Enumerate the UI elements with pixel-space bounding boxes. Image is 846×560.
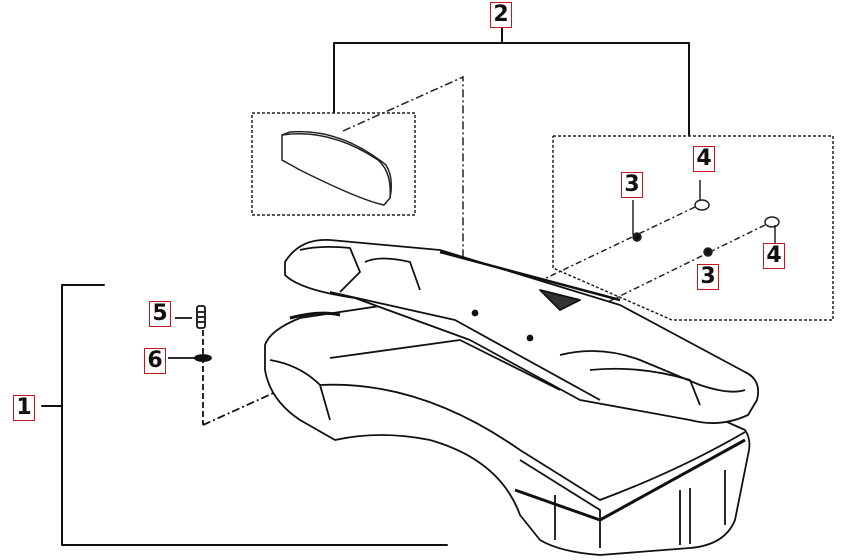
group-bracket-1 bbox=[41, 284, 448, 546]
callout-3-lower[interactable]: 3 bbox=[697, 264, 719, 290]
group-bracket-2 bbox=[333, 27, 690, 136]
callout-3-upper[interactable]: 3 bbox=[621, 172, 643, 198]
callout-4-lower[interactable]: 4 bbox=[763, 243, 785, 269]
callout-1[interactable]: 1 bbox=[13, 395, 35, 421]
callout-4-upper[interactable]: 4 bbox=[693, 146, 715, 172]
foam-insert-detail bbox=[251, 75, 464, 310]
callout-5[interactable]: 5 bbox=[149, 301, 171, 327]
case-lid bbox=[284, 239, 760, 424]
fastener-detail bbox=[474, 135, 834, 346]
callout-6[interactable]: 6 bbox=[144, 348, 166, 374]
case-body bbox=[264, 299, 751, 556]
callout-2[interactable]: 2 bbox=[490, 2, 512, 28]
tray-seal-edge bbox=[289, 311, 746, 522]
